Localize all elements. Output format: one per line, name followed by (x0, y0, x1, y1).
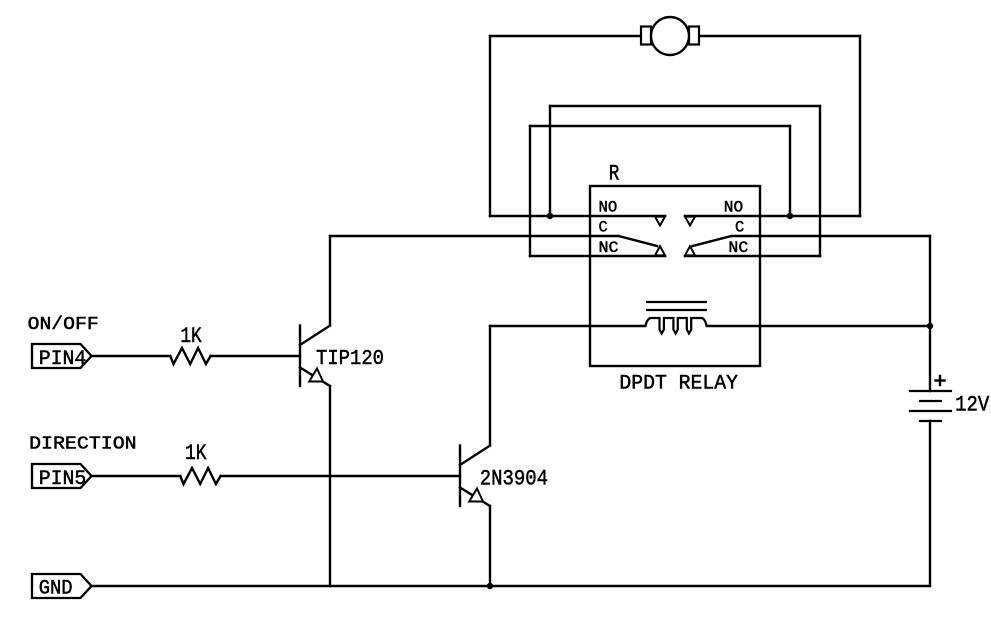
svg-text:ON/OFF: ON/OFF (28, 315, 99, 335)
svg-text:C: C (599, 219, 608, 237)
svg-text:NC: NC (599, 239, 619, 257)
svg-text:NO: NO (724, 199, 743, 217)
svg-text:DPDT RELAY: DPDT RELAY (619, 373, 738, 396)
svg-text:NO: NO (599, 199, 618, 217)
svg-text:2N3904: 2N3904 (480, 467, 548, 492)
svg-text:PIN4: PIN4 (39, 348, 87, 371)
svg-text:GND: GND (39, 578, 73, 601)
svg-text:R: R (609, 162, 620, 187)
svg-text:1K: 1K (180, 324, 202, 349)
svg-text:1K: 1K (185, 441, 207, 466)
svg-text:NC: NC (728, 239, 748, 257)
svg-text:DIRECTION: DIRECTION (29, 434, 137, 454)
svg-text:TIP120: TIP120 (316, 348, 384, 371)
svg-text:C: C (735, 219, 744, 237)
svg-text:PIN5: PIN5 (39, 468, 87, 491)
svg-text:12V: 12V (955, 393, 990, 418)
